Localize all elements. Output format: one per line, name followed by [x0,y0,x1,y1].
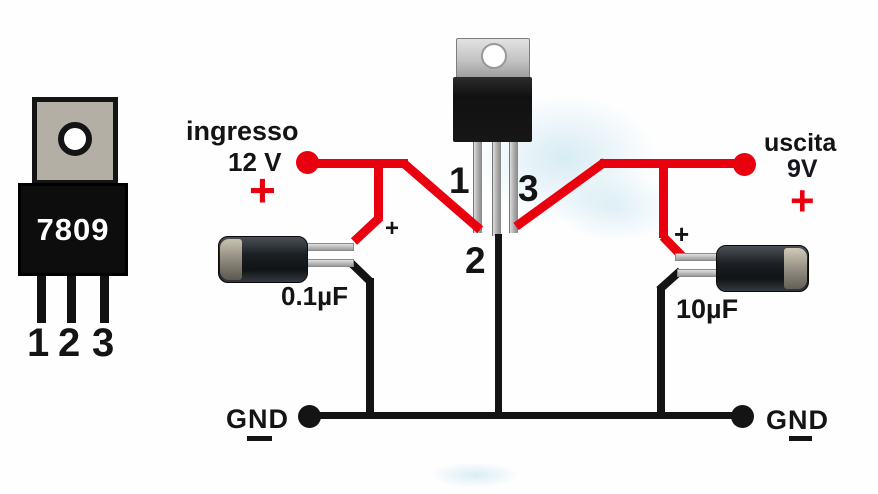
output-cap-value: 10µF [676,294,739,324]
input-cap-polarity-plus: + [385,215,400,242]
ground-dot-right [731,405,754,428]
input-terminal-dot [296,151,319,174]
regulator-lead-3 [509,141,518,233]
regulator-body [453,77,532,142]
ground-underscore-right [789,436,812,441]
ground-underscore-left [247,436,272,441]
input-label: ingresso [186,116,299,146]
watermark-blob [415,458,535,492]
input-cap-negative-lead [304,259,354,267]
regulator-pin-2-label: 2 [465,240,486,281]
package-tab [32,97,118,185]
output-wire-horizontal [600,159,745,168]
output-terminal-dot [733,153,756,176]
package-pin-2-label: 2 [58,321,81,365]
ground-label-left: GND [226,404,289,434]
input-cap-value: 0.1µF [281,281,349,311]
ground-dot-left [298,405,321,428]
input-cap-negative-vertical [366,278,374,417]
output-capacitor-end-cap [784,248,807,289]
input-wire-horizontal [305,159,408,168]
pin2-ground-wire [495,234,502,415]
regulator-mounting-hole [481,43,507,69]
package-body: 7809 [18,183,128,276]
output-cap-branch-vertical [659,161,668,238]
input-cap-branch-diagonal [350,213,384,245]
regulator-pin-1-label: 1 [449,160,470,201]
package-lead-3 [100,276,109,323]
input-polarity-plus: + [249,164,276,216]
package-mounting-hole [58,122,92,156]
input-cap-positive-lead [304,243,354,251]
output-cap-polarity-plus: + [674,219,690,249]
input-capacitor-end-cap [220,239,242,280]
input-cap-branch-vertical [374,161,383,219]
ground-bus [308,412,745,419]
input-voltage: 12 V [228,147,282,177]
regulator-lead-2 [492,141,501,236]
package-pin-1-label: 1 [27,321,50,365]
output-label: uscita [764,129,837,157]
output-cap-negative-vertical [657,288,665,417]
package-lead-1 [37,276,46,323]
regulator-pin-3-label: 3 [518,168,539,209]
output-polarity-plus: + [790,177,815,224]
part-number-label: 7809 [36,211,110,247]
package-pin-3-label: 3 [92,321,115,365]
regulator-lead-1 [473,141,482,233]
package-lead-2 [67,276,76,323]
ground-label-right: GND [766,405,829,435]
output-voltage: 9V [787,155,818,183]
